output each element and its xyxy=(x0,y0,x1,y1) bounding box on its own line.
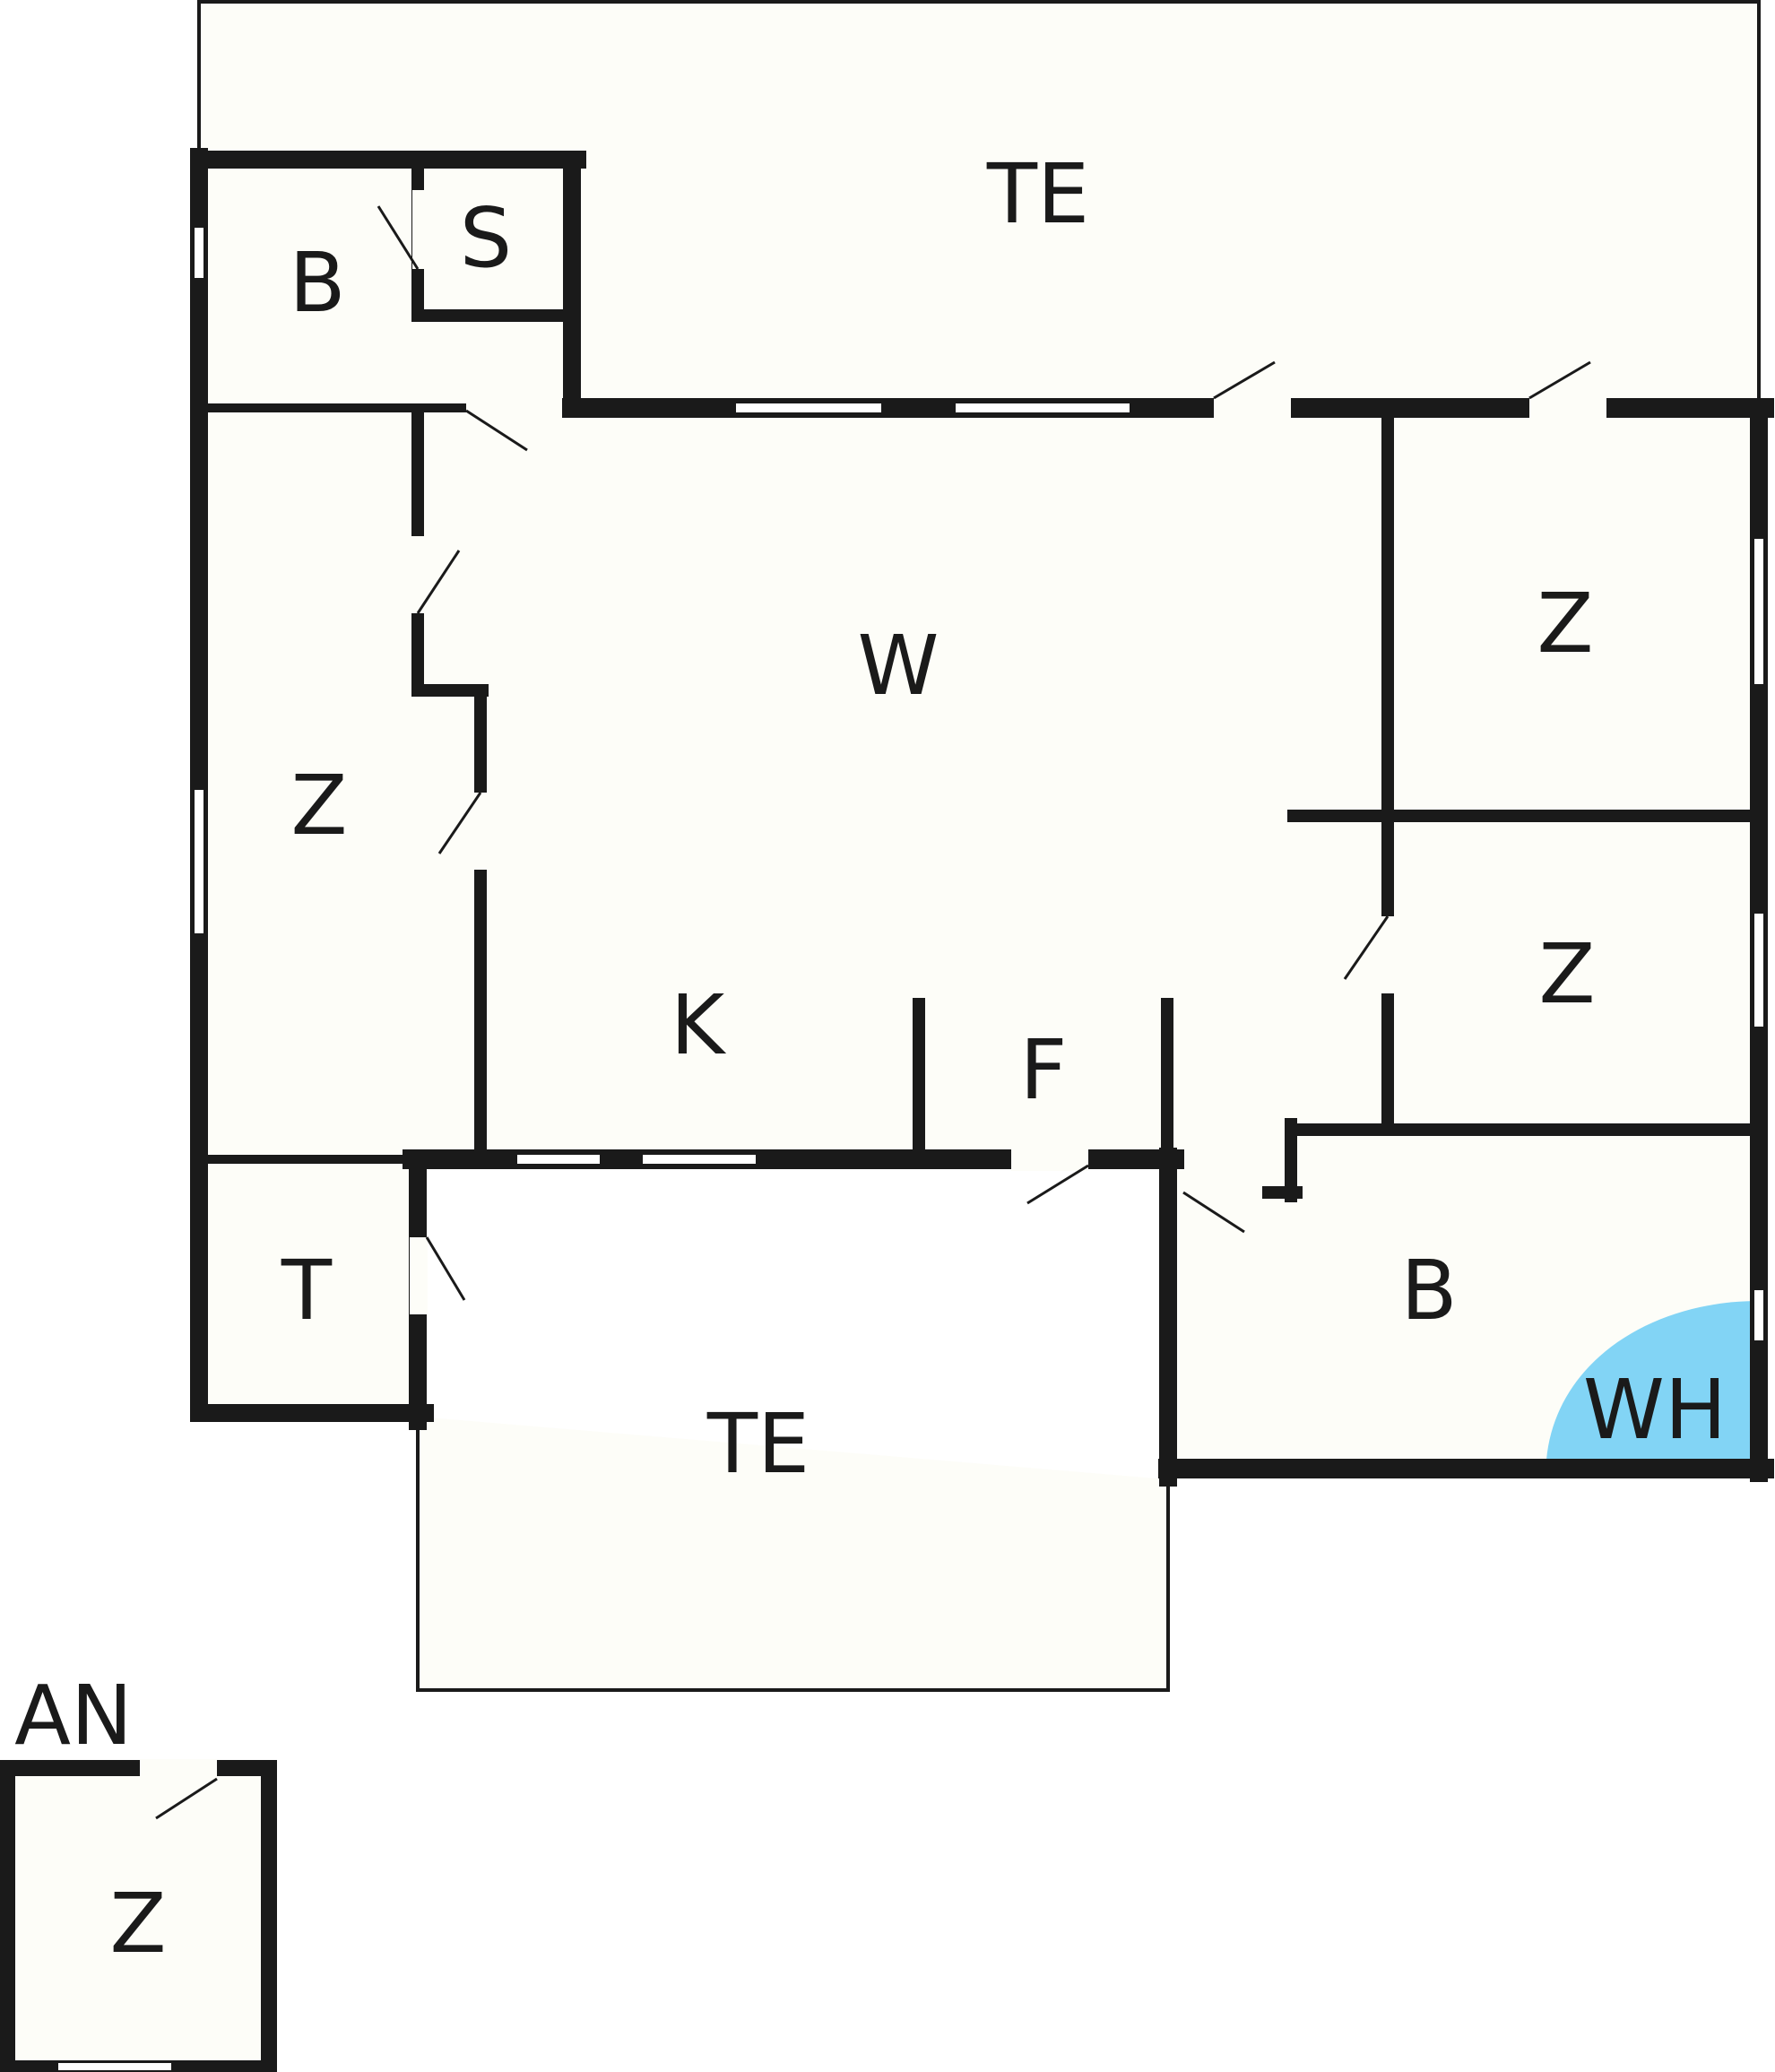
water-heater-shape xyxy=(1546,1301,1759,1460)
door xyxy=(1026,1164,1089,1205)
room-label-room-west: Z xyxy=(290,758,347,854)
room-label-terrace-top: TE xyxy=(986,146,1089,242)
door xyxy=(465,409,528,452)
window xyxy=(1753,912,1765,1028)
window xyxy=(734,402,883,414)
room-label-bath-top: B xyxy=(289,235,345,331)
window xyxy=(954,402,1131,414)
annex-building xyxy=(0,1759,277,2072)
room-label-bath-se: B xyxy=(1400,1243,1457,1339)
room-label-storage: S xyxy=(460,190,512,286)
door xyxy=(1182,1191,1245,1234)
room-label-annex: Z xyxy=(109,1876,166,1972)
room-label-room-ne: Z xyxy=(1537,576,1593,672)
room-label-living: W xyxy=(858,618,939,714)
door xyxy=(1528,360,1591,400)
room-label-water-heater: WH xyxy=(1583,1362,1727,1458)
door xyxy=(416,550,461,614)
door xyxy=(1343,915,1390,980)
door-swings xyxy=(377,205,1591,1301)
terrace-bottom xyxy=(416,1417,1170,1692)
window xyxy=(56,2061,173,2072)
interior-floor xyxy=(199,157,1759,1473)
door xyxy=(1213,360,1276,400)
window xyxy=(1753,1288,1765,1342)
door xyxy=(437,792,482,854)
room-label-hallway: F xyxy=(1020,1022,1068,1118)
window xyxy=(1753,537,1765,686)
room-label-terrace-bottom: TE xyxy=(706,1396,810,1492)
room-label-kitchen: K xyxy=(671,977,727,1073)
window xyxy=(193,788,205,935)
window xyxy=(641,1153,758,1166)
door xyxy=(377,205,420,270)
openings xyxy=(193,226,1765,1342)
window xyxy=(515,1153,602,1166)
room-label-room-e: Z xyxy=(1538,926,1595,1022)
window xyxy=(193,226,205,280)
door xyxy=(155,1777,218,1820)
room-label-toilet: T xyxy=(281,1243,333,1339)
room-labels: TE B S Z W K F Z Z T TE B WH AN Z xyxy=(14,146,1727,1972)
door-gaps xyxy=(410,190,1606,1314)
interior-walls xyxy=(203,164,1759,1202)
annex-title: AN xyxy=(14,1668,133,1764)
door xyxy=(425,1236,466,1301)
